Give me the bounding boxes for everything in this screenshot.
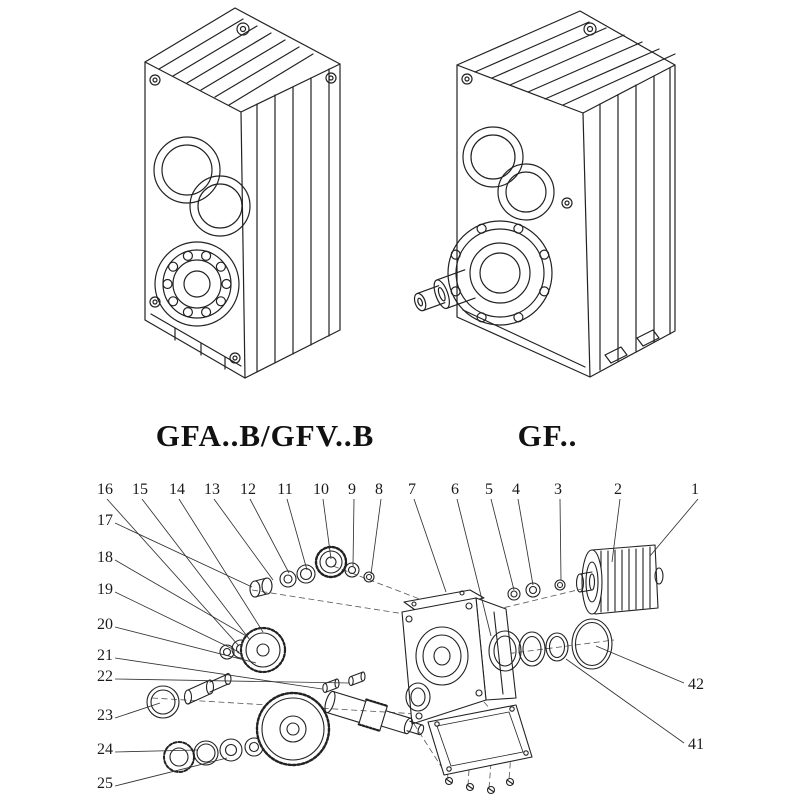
callout-10: 10 (313, 481, 329, 498)
gear-housing (401, 589, 517, 725)
housing-outline (144, 7, 341, 379)
side-ribs (256, 68, 330, 373)
callout-18: 18 (97, 549, 113, 566)
gearbox-drawing-gf (413, 10, 676, 378)
callout-24: 24 (97, 741, 113, 758)
mounting-feet (150, 313, 242, 370)
callout-4: 4 (512, 481, 520, 498)
callout-21: 21 (97, 647, 113, 664)
rings-and-seals (488, 579, 613, 672)
left-figure-label: GFA..B/GFV..B (155, 418, 375, 453)
input-bores (153, 136, 251, 237)
callout-16: 16 (97, 481, 113, 498)
top-rib-hatching (474, 21, 676, 106)
filler-plug (236, 22, 250, 36)
callout-5: 5 (485, 481, 493, 498)
callout-23: 23 (97, 707, 113, 724)
input-shaft-parts (249, 545, 375, 598)
mounting-feet (461, 73, 660, 368)
callout-17: 17 (97, 512, 113, 529)
top-rib-hatching (158, 18, 314, 106)
callout-7: 7 (408, 481, 416, 498)
callout-25: 25 (97, 775, 113, 792)
callout-1: 1 (691, 481, 699, 498)
callout-2: 2 (614, 481, 622, 498)
right-figure-label: GF.. (517, 418, 578, 453)
callout-3: 3 (554, 481, 562, 498)
callout-11: 11 (277, 481, 293, 498)
corner-bolt-lugs (149, 72, 337, 364)
callout-14: 14 (169, 481, 185, 498)
callout-9: 9 (348, 481, 356, 498)
bottom-cover (427, 704, 533, 795)
intermediate-gear-cluster (219, 626, 287, 674)
input-bores (462, 126, 573, 221)
callout-41: 41 (688, 736, 704, 753)
seal-ring (146, 685, 180, 719)
gearbox-drawing-gfab (144, 7, 341, 379)
callout-22: 22 (97, 668, 113, 685)
callout-6: 6 (451, 481, 459, 498)
output-gear (255, 691, 331, 767)
callout-13: 13 (204, 481, 220, 498)
motor-unit (575, 544, 664, 615)
callout-19: 19 (97, 581, 113, 598)
pinion-shaft (183, 672, 232, 705)
callout-8: 8 (375, 481, 383, 498)
filler-plug (583, 22, 597, 36)
callout-42: 42 (688, 676, 704, 693)
callout-leader-lines (106, 498, 699, 787)
callout-20: 20 (97, 616, 113, 633)
side-ribs (599, 67, 671, 371)
fastening-screws (322, 671, 366, 694)
output-flange (447, 220, 553, 326)
output-shaft (413, 269, 476, 312)
output-shaft-exploded (324, 690, 425, 736)
housing-outline (456, 10, 676, 378)
callout-12: 12 (240, 481, 256, 498)
callout-15: 15 (132, 481, 148, 498)
output-bearing (154, 241, 240, 327)
lower-washers-bearings (163, 737, 264, 773)
